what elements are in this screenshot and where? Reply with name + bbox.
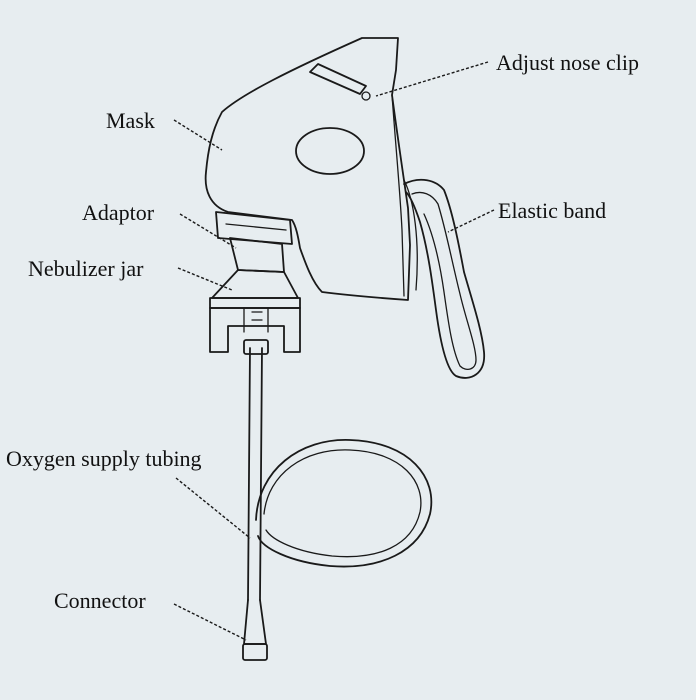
adaptor-neck bbox=[229, 237, 285, 273]
jar-center-stem bbox=[243, 307, 269, 333]
mask-outline bbox=[204, 37, 411, 301]
jar-rim bbox=[209, 297, 301, 309]
connector-taper bbox=[243, 599, 267, 645]
leader-nebulizer-jar bbox=[177, 267, 233, 291]
tubing-coil-outer bbox=[255, 439, 433, 568]
leader-connector bbox=[173, 603, 247, 641]
connector-tip bbox=[242, 643, 268, 661]
label-connector: Connector bbox=[54, 588, 146, 613]
label-adjust-nose-clip: Adjust nose clip bbox=[496, 50, 639, 75]
nose-clip bbox=[309, 63, 367, 95]
leader-elastic-band bbox=[447, 209, 495, 233]
leader-lines bbox=[173, 61, 495, 641]
oxygen-supply-tubing bbox=[243, 339, 433, 601]
leader-tubing bbox=[175, 477, 251, 539]
adaptor-band bbox=[225, 223, 287, 231]
tubing-coil-inner bbox=[263, 449, 422, 558]
elastic-band-strap bbox=[403, 178, 485, 379]
tubing-top-fitting bbox=[243, 339, 269, 355]
tubing-straight-right bbox=[259, 347, 263, 601]
leader-adaptor bbox=[179, 213, 237, 249]
nebulizer-jar bbox=[209, 269, 301, 353]
jar-base bbox=[209, 307, 301, 353]
label-elastic-band: Elastic band bbox=[498, 198, 607, 223]
jar-inner-mark bbox=[251, 311, 263, 321]
label-oxygen-supply-tubing: Oxygen supply tubing bbox=[6, 446, 202, 471]
label-adaptor: Adaptor bbox=[82, 200, 155, 225]
adaptor-collar bbox=[215, 211, 293, 245]
mask-inner-edge bbox=[391, 94, 405, 297]
leader-nose-clip bbox=[375, 61, 489, 97]
leader-mask bbox=[173, 119, 223, 151]
mask-window bbox=[295, 127, 365, 175]
jar-upper bbox=[211, 269, 299, 299]
elastic-band bbox=[403, 178, 485, 379]
tubing-straight-left bbox=[247, 347, 251, 601]
elastic-band-inner bbox=[411, 191, 477, 371]
label-nebulizer-jar: Nebulizer jar bbox=[28, 256, 144, 281]
label-mask: Mask bbox=[106, 108, 155, 133]
mask-side-rim bbox=[403, 179, 418, 291]
mask bbox=[204, 37, 418, 301]
connector bbox=[242, 599, 268, 661]
nose-clip-rivet bbox=[361, 91, 371, 101]
